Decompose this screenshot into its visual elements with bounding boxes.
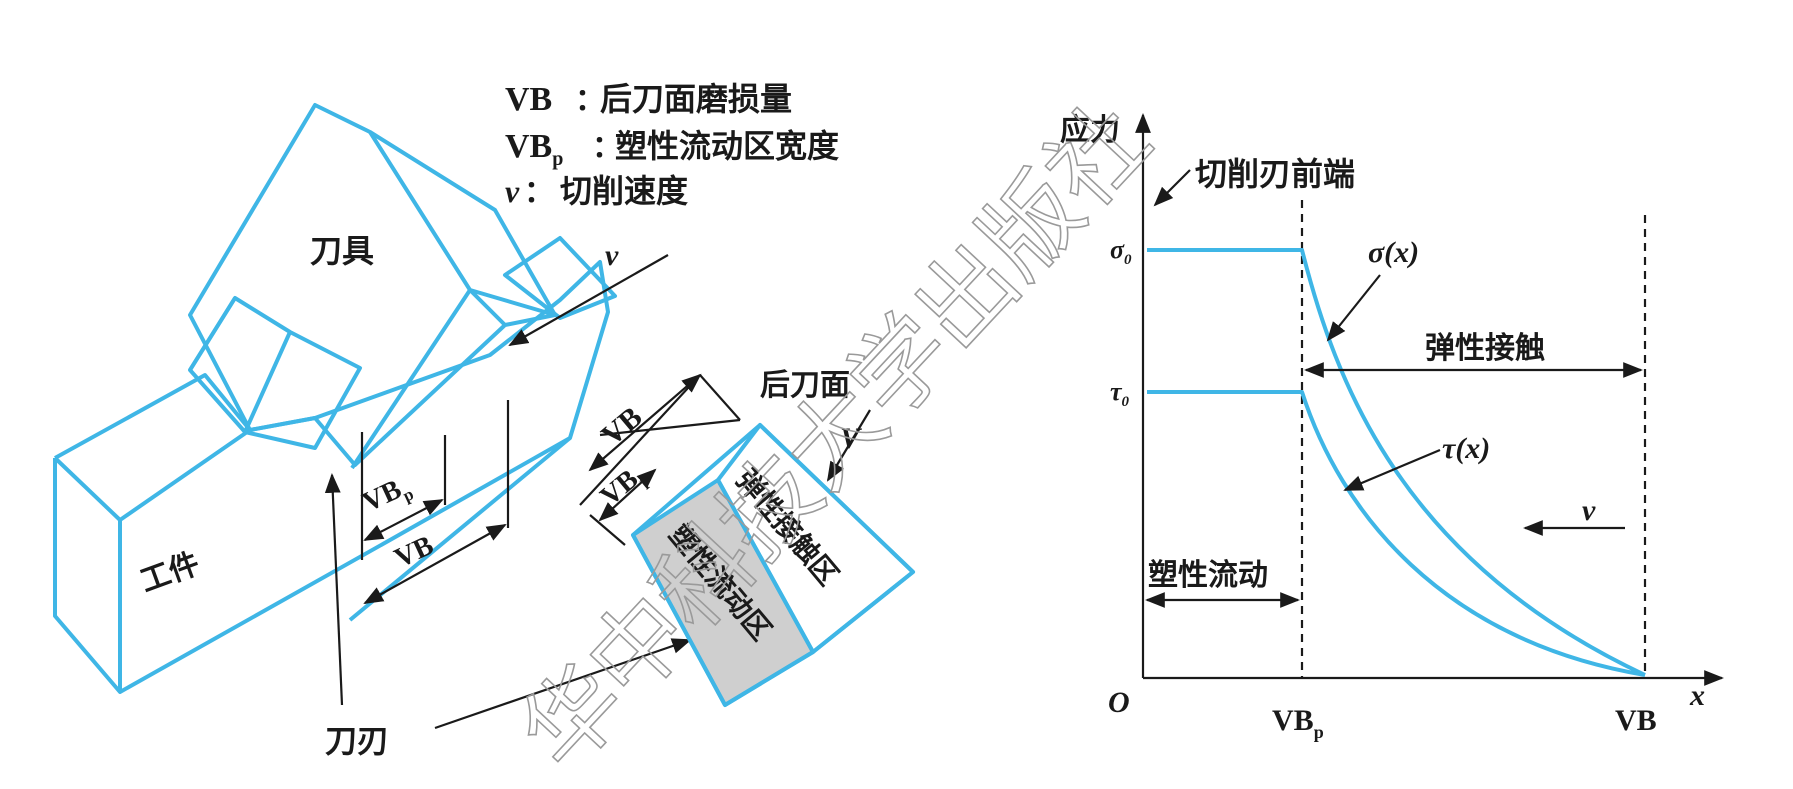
elastic-contact-label: 弹性接触 <box>1425 331 1545 366</box>
legend-v-sym: v <box>505 173 520 209</box>
stress-distribution-plot: 应力 x O 切削刃前端 σ0 τ0 σ(x) τ(x) 弹性接触 塑性流动 v <box>1060 113 1724 742</box>
vb-dimensions: VBp VB <box>358 400 510 604</box>
svg-text:：: ： <box>575 83 605 118</box>
cutting-tool <box>188 103 617 470</box>
legend-vbp-sym: VB <box>505 128 552 165</box>
origin-label: O <box>1108 686 1130 719</box>
legend-vbp-sub: p <box>552 148 563 170</box>
edge-label: 刀刃 <box>325 722 389 760</box>
flank-vb-dim <box>588 373 702 472</box>
svg-text:σ0: σ0 <box>1110 235 1132 268</box>
y-axis-label: 应力 <box>1060 113 1120 148</box>
legend-vb-sym: VB <box>505 81 552 118</box>
edge-arrow-2 <box>434 638 692 730</box>
flank-vb-label: VB <box>595 400 648 452</box>
svg-text:：: ： <box>592 130 622 165</box>
tau-curve <box>1147 390 1646 677</box>
sigma-curve <box>1147 248 1646 677</box>
tau0-label: τ <box>1110 377 1123 406</box>
legend-v-text: 切削速度 <box>560 172 688 210</box>
tick-vbp-sub: p <box>1314 722 1324 742</box>
tick-vbp-label: VB <box>1272 704 1314 737</box>
plastic-flow-label: 塑性流动 <box>1148 558 1268 593</box>
velocity-arrow <box>508 254 669 346</box>
tau-pointer <box>1343 448 1441 492</box>
flank-vbp-dim <box>598 468 657 522</box>
tick-vb-label: VB <box>1615 704 1657 737</box>
tau0-sub: 0 <box>1122 394 1130 410</box>
tool-workpiece-diagram: 刀具 工件 刀刃 v VBp VB <box>53 103 692 760</box>
tau-curve-label: τ(x) <box>1442 432 1490 465</box>
flank-vbp-label: VB <box>595 464 645 513</box>
legend-vb-text: 后刀面磨损量 <box>600 80 792 118</box>
legend-vbp-text: 塑性流动区宽度 <box>615 127 839 165</box>
svg-text:τ0: τ0 <box>1110 377 1130 410</box>
front-edge-label: 切削刃前端 <box>1195 155 1355 193</box>
tool-label: 刀具 <box>310 232 374 270</box>
flank-label: 后刀面 <box>760 368 850 403</box>
svg-text:：: ： <box>524 175 554 210</box>
front-edge-arrow <box>1153 169 1191 207</box>
velocity-label: v <box>605 239 619 272</box>
svg-text:VBp: VBp <box>505 128 563 170</box>
flank-velocity-arrow <box>826 409 871 482</box>
x-axis-label: x <box>1689 679 1705 712</box>
sigma-pointer <box>1326 274 1381 342</box>
sigma0-label: σ <box>1110 235 1125 264</box>
sigma-curve-label: σ(x) <box>1368 236 1419 269</box>
sigma0-sub: 0 <box>1124 252 1132 268</box>
plastic-zone-fill <box>633 480 813 705</box>
svg-text:VBp: VBp <box>595 458 655 516</box>
legend: VB ： 后刀面磨损量 VBp ： 塑性流动区宽度 v ： 切削速度 <box>505 80 839 210</box>
workpiece-label: 工件 <box>136 546 204 599</box>
vbp-label: VB <box>358 474 406 519</box>
plot-velocity-label: v <box>1582 494 1596 527</box>
svg-text:VBp: VBp <box>1272 704 1324 742</box>
svg-text:VBp: VBp <box>358 470 417 522</box>
edge-arrow-1 <box>324 473 344 706</box>
